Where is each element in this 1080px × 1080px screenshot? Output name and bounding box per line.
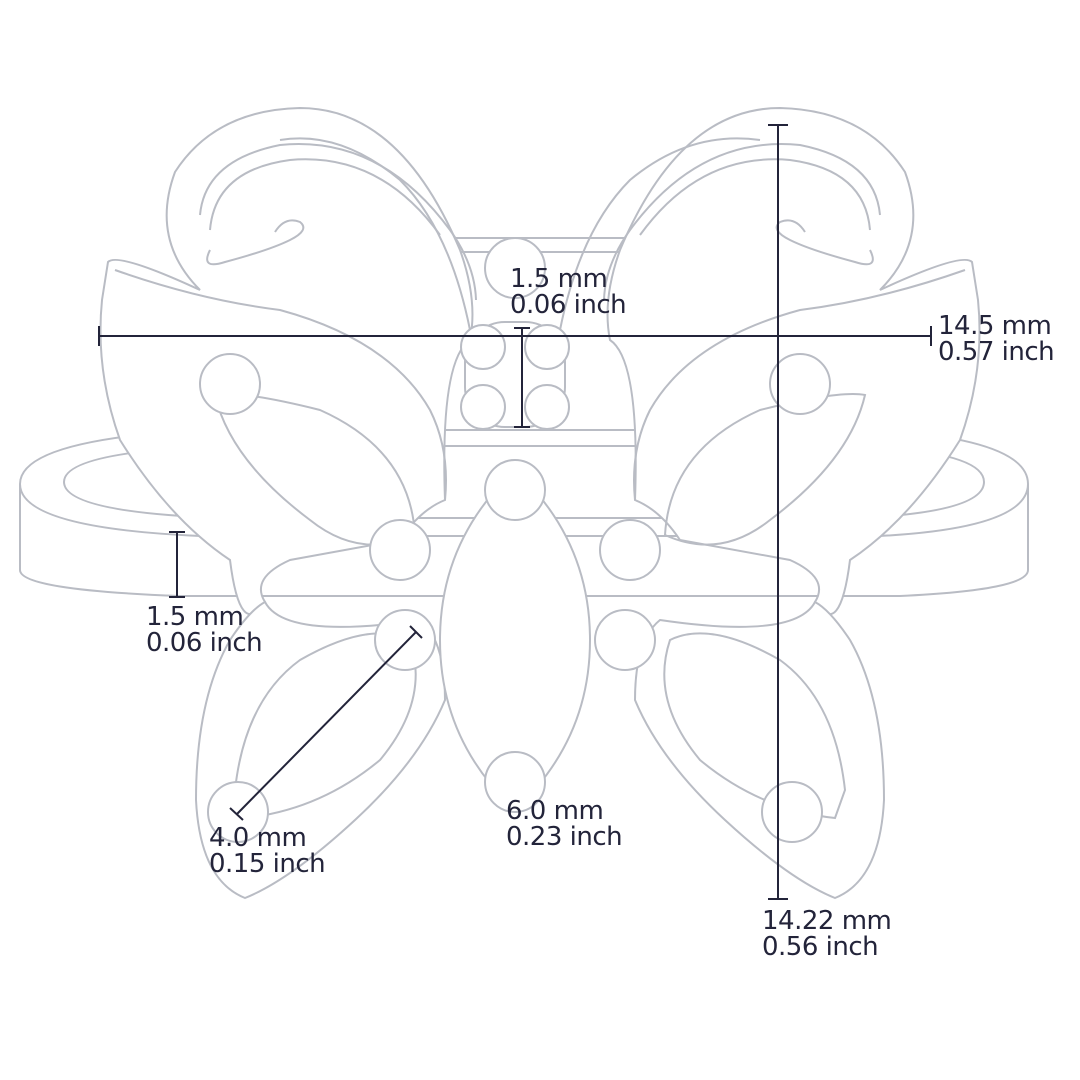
cluster-gem-bl bbox=[460, 384, 506, 430]
body-stone-inch: 0.23 inch bbox=[506, 822, 623, 852]
height-dimension-line bbox=[768, 124, 788, 900]
head-gem bbox=[484, 237, 546, 299]
cluster-gem-br bbox=[524, 384, 570, 430]
body-stone-label: 6.0 mm 0.23 inch bbox=[506, 796, 623, 852]
center-gem-mm: 1.5 mm bbox=[510, 264, 608, 294]
right-upper-gem-inner bbox=[599, 519, 661, 581]
side-gem-label: 4.0 mm 0.15 inch bbox=[209, 823, 326, 879]
antenna-left bbox=[279, 137, 471, 331]
side-gem-mm: 4.0 mm bbox=[209, 823, 307, 853]
band-thickness-mm: 1.5 mm bbox=[146, 602, 244, 632]
right-upper-gem-outer bbox=[769, 353, 831, 415]
height-inch: 0.56 inch bbox=[762, 932, 879, 962]
right-wing-lobe-lower bbox=[663, 632, 847, 820]
cluster-gem-tl bbox=[460, 324, 506, 370]
body-gem-bottom bbox=[484, 751, 546, 813]
dimension-lines bbox=[98, 124, 932, 900]
height-mm: 14.22 mm bbox=[762, 906, 892, 936]
left-upper-wing bbox=[99, 106, 474, 616]
side-gem-inch: 0.15 inch bbox=[209, 849, 326, 879]
center-gem-inch: 0.06 inch bbox=[510, 290, 627, 320]
width-dimension-line bbox=[98, 326, 932, 346]
width-mm: 14.5 mm bbox=[938, 311, 1052, 341]
right-lower-gem-outer bbox=[761, 781, 823, 843]
left-lower-gem-inner bbox=[374, 609, 436, 671]
left-upper-gem-outer bbox=[199, 353, 261, 415]
side-gem-dimension-line bbox=[229, 625, 423, 821]
center-gem-dimension-line bbox=[514, 327, 530, 428]
left-curl bbox=[199, 143, 477, 301]
right-lower-wing bbox=[633, 600, 886, 900]
left-upper-gem-inner bbox=[369, 519, 431, 581]
gems bbox=[199, 237, 831, 843]
band-thickness-label: 1.5 mm 0.06 inch bbox=[146, 602, 263, 658]
antenna-right bbox=[559, 137, 761, 331]
right-curl bbox=[603, 143, 881, 301]
body-stone-mm: 6.0 mm bbox=[506, 796, 604, 826]
right-lower-gem-inner bbox=[594, 609, 656, 671]
width-label: 14.5 mm 0.57 inch bbox=[938, 311, 1055, 367]
band-thickness-inch: 0.06 inch bbox=[146, 628, 263, 658]
center-gem-label: 1.5 mm 0.06 inch bbox=[510, 264, 627, 320]
cluster-gem-tr bbox=[524, 324, 570, 370]
band-thickness-dimension-line bbox=[169, 531, 185, 598]
body-gem-top bbox=[484, 459, 546, 521]
height-label: 14.22 mm 0.56 inch bbox=[762, 906, 892, 962]
width-inch: 0.57 inch bbox=[938, 337, 1055, 367]
